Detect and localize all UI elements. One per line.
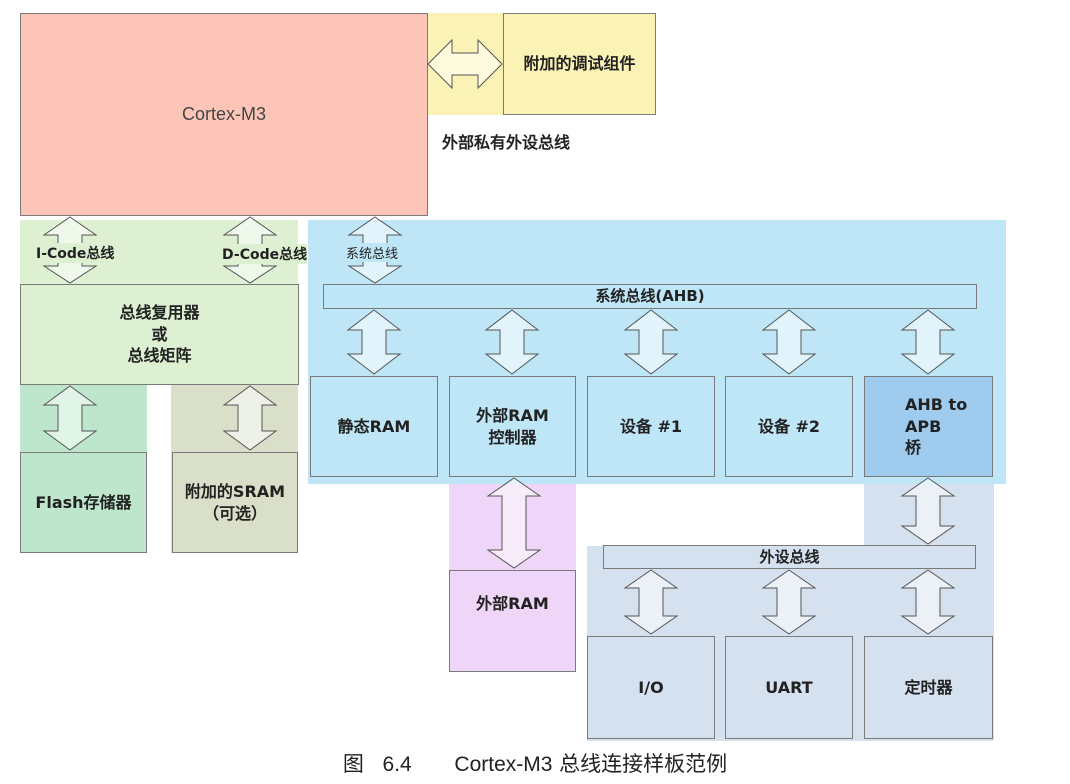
arrow-ahb-device-2 xyxy=(761,309,817,375)
system-bus-label: 系统总线 xyxy=(346,243,399,262)
sram-line2: （可选） xyxy=(202,503,267,523)
timer-peripheral: 定时器 xyxy=(864,636,993,739)
cortex-m3-core: Cortex-M3 xyxy=(20,13,428,216)
external-ram: 外部RAM xyxy=(449,570,576,672)
dcode-bus-label: D-Code总线 xyxy=(222,244,308,264)
caption-text: 总线连接样板范例 xyxy=(559,752,728,776)
timer-label: 定时器 xyxy=(904,677,953,697)
arrow-apb-timer xyxy=(900,569,956,635)
arrow-core-debug xyxy=(427,38,503,90)
bus-matrix-line2: 或 xyxy=(151,324,168,344)
static-ram-block: 静态RAM xyxy=(310,376,438,477)
bridge-line2: APB xyxy=(905,416,942,436)
private-peripheral-bus-label: 外部私有外设总线 xyxy=(442,133,571,152)
cortex-m3-label: Cortex-M3 xyxy=(181,104,266,125)
bus-matrix: 总线复用器 或 总线矩阵 xyxy=(20,284,299,385)
device-1: 设备 #1 xyxy=(587,376,715,477)
bridge-line3: 桥 xyxy=(905,438,922,458)
ahb-bus-label: 系统总线(AHB) xyxy=(595,287,705,306)
static-ram-label: 静态RAM xyxy=(337,416,411,436)
arrow-ahb-static-ram xyxy=(346,309,402,375)
bus-matrix-line1: 总线复用器 xyxy=(119,303,200,323)
flash-memory: Flash存储器 xyxy=(20,452,147,553)
arrow-ahb-bridge xyxy=(900,309,956,375)
arrow-apb-uart xyxy=(761,569,817,635)
uart-label: UART xyxy=(765,677,813,697)
arrow-matrix-sram xyxy=(222,385,278,451)
arrow-ahb-device-1 xyxy=(623,309,679,375)
figure-caption: 图 6.4 Cortex-M3 总线连接样板范例 xyxy=(0,748,1070,778)
ext-ram-controller-line2: 控制器 xyxy=(488,427,537,447)
debug-component-label: 附加的调试组件 xyxy=(523,54,636,74)
uart-peripheral: UART xyxy=(725,636,853,739)
ext-ram-controller: 外部RAM 控制器 xyxy=(449,376,576,477)
caption-prefix: 图 xyxy=(342,752,364,776)
icode-bus-label: I-Code总线 xyxy=(36,243,115,263)
debug-component: 附加的调试组件 xyxy=(503,13,656,115)
flash-memory-label: Flash存储器 xyxy=(35,492,132,512)
bus-matrix-line3: 总线矩阵 xyxy=(127,346,192,366)
apb-bus-label: 外设总线 xyxy=(759,547,820,566)
arrow-bridge-apb xyxy=(900,477,956,545)
caption-brand: Cortex-M3 xyxy=(454,753,553,776)
arrow-ctrl-ext-ram xyxy=(486,477,542,569)
external-ram-label: 外部RAM xyxy=(476,594,549,613)
device-1-label: 设备 #1 xyxy=(619,416,683,436)
ahb-apb-bridge: AHB to APB 桥 xyxy=(864,376,993,477)
bridge-line1: AHB to xyxy=(905,395,968,415)
io-peripheral: I/O xyxy=(587,636,715,739)
caption-number: 6.4 xyxy=(382,753,412,776)
apb-bus-bar: 外设总线 xyxy=(603,545,976,569)
sram-block: 附加的SRAM （可选） xyxy=(172,452,298,553)
device-2: 设备 #2 xyxy=(725,376,853,477)
arrow-apb-io xyxy=(623,569,679,635)
ext-ram-controller-line1: 外部RAM xyxy=(476,405,549,425)
device-2-label: 设备 #2 xyxy=(757,416,821,436)
io-label: I/O xyxy=(638,677,664,697)
arrow-matrix-flash xyxy=(42,385,98,451)
sram-line1: 附加的SRAM xyxy=(184,481,286,501)
ahb-bus-bar: 系统总线(AHB) xyxy=(323,284,977,309)
arrow-ahb-ext-ram-ctrl xyxy=(484,309,540,375)
